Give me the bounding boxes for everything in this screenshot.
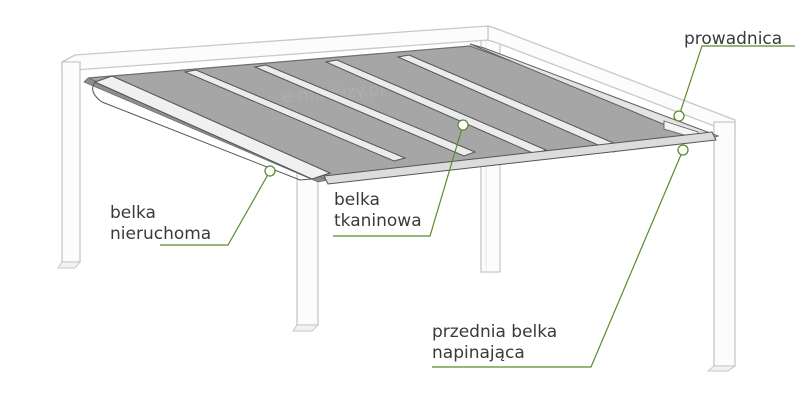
fabric-beam-label: belka tkaninowa bbox=[334, 190, 422, 232]
front-right-post bbox=[706, 121, 737, 372]
fabric-beams bbox=[183, 54, 627, 162]
front-beam-label-line2: napinająca bbox=[432, 343, 525, 363]
fabric-beam-marker bbox=[457, 119, 469, 131]
fabric-beam-label-line2: tkaninowa bbox=[334, 211, 422, 231]
fixed-beam-label-line1: belka bbox=[110, 203, 156, 223]
front-left-post bbox=[292, 169, 320, 332]
fabric-beam-label-line1: belka bbox=[334, 190, 380, 210]
front-beam-marker bbox=[677, 144, 689, 156]
front-beam-label-line1: przednia belka bbox=[432, 322, 558, 342]
fixed-beam-label-line2: nieruchoma bbox=[110, 224, 212, 244]
fixed-beam-marker bbox=[264, 165, 276, 177]
leader-lines bbox=[160, 45, 795, 368]
fixed-beam bbox=[92, 75, 332, 181]
front-tension-beam bbox=[323, 131, 717, 185]
fixed-beam-label: belka nieruchoma bbox=[110, 203, 211, 245]
guide-label: prowadnica bbox=[684, 29, 783, 49]
front-beam-label: przednia belka napinająca bbox=[432, 322, 557, 364]
left-back-post bbox=[57, 61, 82, 269]
guide-marker bbox=[673, 110, 685, 122]
